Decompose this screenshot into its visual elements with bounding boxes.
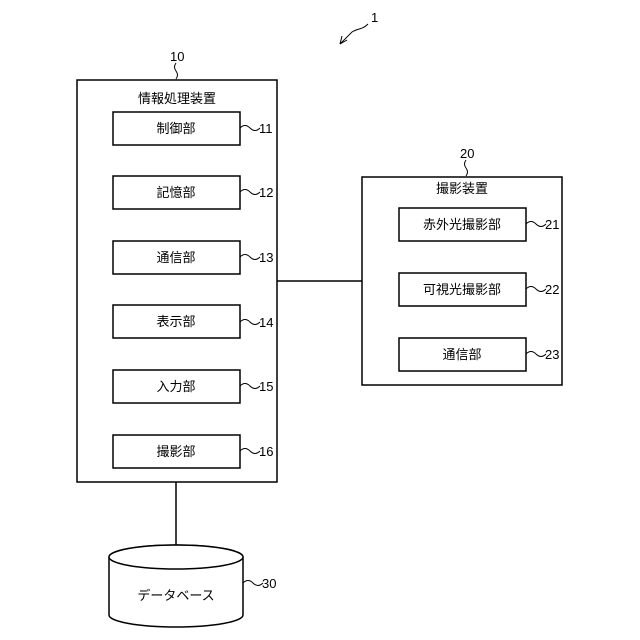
info-device-ref-leader [175, 63, 178, 79]
unit-control-label: 制御部 [156, 122, 195, 137]
unit-input-ref: 15 [259, 379, 273, 394]
database-ref: 30 [262, 576, 276, 591]
unit-infrared-ref: 21 [545, 217, 559, 232]
unit-control-ref: 11 [259, 121, 273, 136]
system-ref-arrow [340, 24, 368, 44]
database-cylinder [109, 545, 243, 627]
unit-imaging-communication-label: 通信部 [442, 348, 481, 363]
info-device-ref-label: 10 [170, 49, 184, 64]
info-device-title: 情報処理装置 [138, 92, 216, 107]
unit-display-ref: 14 [259, 315, 273, 330]
unit-visible-light-label: 可視光撮影部 [423, 282, 501, 298]
imaging-device-title: 撮影装置 [436, 181, 488, 197]
unit-input-label: 入力部 [156, 380, 195, 395]
unit-imaging-label: 撮影部 [156, 444, 195, 460]
database-leader [243, 581, 263, 586]
system-ref-label: 1 [371, 10, 378, 25]
unit-communication-label: 通信部 [156, 251, 195, 266]
imaging-device-ref-label: 20 [460, 146, 474, 161]
unit-imaging-ref: 16 [259, 444, 273, 459]
unit-infrared-label: 赤外光撮影部 [423, 217, 501, 233]
unit-storage-ref: 12 [259, 185, 273, 200]
unit-imaging-communication-ref: 23 [545, 347, 559, 362]
unit-visible-light-ref: 22 [545, 282, 559, 297]
unit-storage-label: 記憶部 [156, 185, 195, 201]
unit-communication-ref: 13 [259, 250, 273, 265]
database-label: データベース [137, 588, 214, 604]
unit-display-label: 表示部 [156, 315, 195, 330]
imaging-device-ref-leader [465, 160, 468, 176]
